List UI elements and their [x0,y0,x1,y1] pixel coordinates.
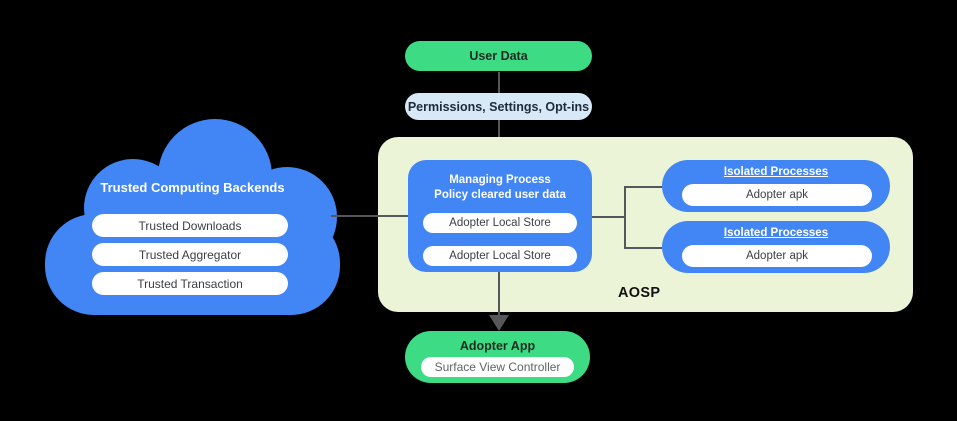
trusted-aggregator-label: Trusted Aggregator [138,247,242,262]
adopter-app-capsule: Adopter App Surface View Controller [405,331,590,383]
connector-junction-isolated-2 [624,247,662,249]
connector-junction-vertical [624,186,626,249]
adopter-local-store-label-2: Adopter Local Store [449,250,551,262]
trusted-downloads-pill: Trusted Downloads [92,214,288,237]
adopter-apk-pill-2: Adopter apk [682,245,872,267]
adopter-apk-pill-1: Adopter apk [682,184,872,206]
adopter-apk-label-1: Adopter apk [745,189,808,201]
adopter-local-store-pill-1: Adopter Local Store [423,213,577,233]
adopter-app-title: Adopter App [459,339,536,353]
connector-cloud-managing [331,215,408,217]
permissions-label: Permissions, Settings, Opt-ins [407,99,590,114]
connector-junction-isolated-1 [624,186,662,188]
isolated-processes-title-2: Isolated Processes [723,227,829,239]
managing-process-title: Managing Process Policy cleared user dat… [408,173,592,203]
managing-title-line1: Managing Process [449,174,551,186]
adopter-local-store-pill-2: Adopter Local Store [423,246,577,266]
managing-title-line2: Policy cleared user data [434,189,566,201]
isolated-processes-title-1: Isolated Processes [723,166,829,178]
trusted-computing-cloud: Trusted Computing Backends Trusted Downl… [45,118,340,315]
adopter-apk-label-2: Adopter apk [745,250,808,262]
trusted-downloads-label: Trusted Downloads [138,218,242,233]
trusted-transaction-label: Trusted Transaction [137,276,243,291]
user-data-node: User Data [405,41,592,71]
aosp-label: AOSP [618,285,661,301]
arrow-down-icon [489,315,509,331]
adopter-local-store-label-1: Adopter Local Store [449,217,551,229]
user-data-label: User Data [469,49,528,63]
surface-view-controller-label: Surface View Controller [434,360,561,374]
cloud-title: Trusted Computing Backends [100,180,285,195]
isolated-processes-capsule-2: Isolated Processes Adopter apk [662,221,890,273]
surface-view-controller-pill: Surface View Controller [421,357,574,377]
connector-userdata-permissions [498,72,500,93]
trusted-transaction-pill: Trusted Transaction [92,272,288,295]
connector-managing-junction [592,216,626,218]
permissions-node: Permissions, Settings, Opt-ins [405,93,592,120]
isolated-processes-capsule-1: Isolated Processes Adopter apk [662,160,890,212]
trusted-aggregator-pill: Trusted Aggregator [92,243,288,266]
connector-managing-adopterapp [498,272,500,316]
managing-process-box: Managing Process Policy cleared user dat… [408,160,592,272]
